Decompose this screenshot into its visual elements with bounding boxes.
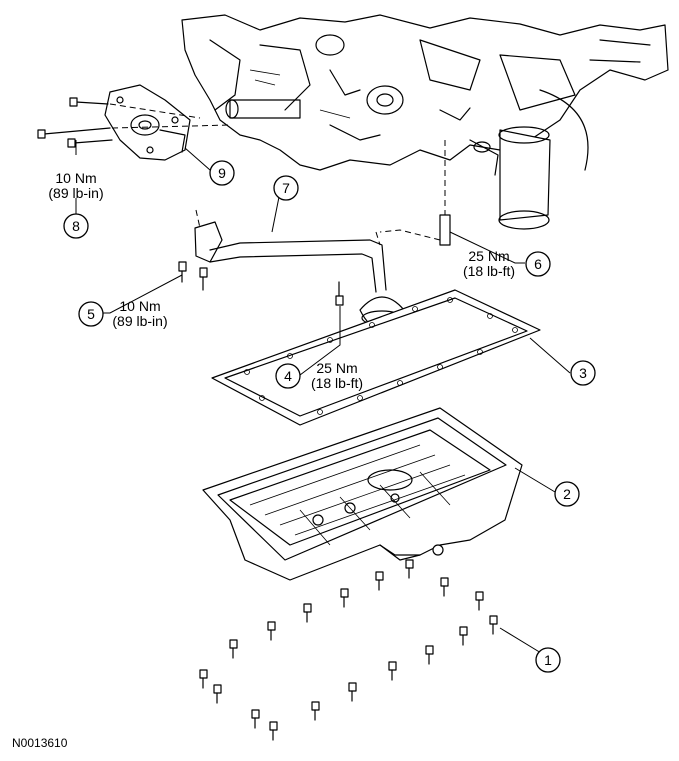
svg-text:10 Nm: 10 Nm [119, 298, 160, 314]
callout-5: 5 [78, 301, 104, 327]
svg-text:9: 9 [218, 165, 226, 181]
oil-pan-gasket [211, 289, 541, 426]
callout-4: 4 [275, 363, 301, 389]
svg-text:7: 7 [282, 180, 290, 196]
svg-text:4: 4 [284, 368, 292, 384]
engine-block [181, 14, 669, 230]
callout-1: 1 [535, 647, 561, 673]
svg-text:(89 lb-in): (89 lb-in) [48, 185, 103, 201]
svg-text:8: 8 [72, 218, 80, 234]
dipstick-stud [379, 140, 451, 246]
svg-text:3: 3 [579, 365, 587, 381]
oil-pickup-tube [194, 209, 405, 329]
svg-text:1: 1 [544, 652, 552, 668]
pickup-bolts [178, 261, 344, 306]
svg-text:25 Nm: 25 Nm [468, 248, 509, 264]
torque-label-8: 10 Nm (89 lb-in) [48, 170, 103, 201]
svg-text:(18 lb-ft): (18 lb-ft) [311, 375, 363, 391]
callout-9: 9 [209, 160, 235, 186]
callout-2: 2 [554, 481, 580, 507]
callout-3: 3 [570, 360, 596, 386]
svg-text:5: 5 [87, 306, 95, 322]
callout-6: 6 [525, 251, 551, 277]
figure-id: N0013610 [12, 736, 68, 750]
svg-text:2: 2 [563, 486, 571, 502]
svg-text:10 Nm: 10 Nm [55, 170, 96, 186]
svg-text:(18 lb-ft): (18 lb-ft) [463, 263, 515, 279]
torque-label-6: 25 Nm (18 lb-ft) [463, 248, 515, 279]
svg-text:6: 6 [534, 256, 542, 272]
torque-label-4: 25 Nm (18 lb-ft) [311, 360, 363, 391]
svg-text:25 Nm: 25 Nm [316, 360, 357, 376]
oil-pump [104, 84, 191, 161]
oil-pump-bolts [37, 97, 231, 148]
callout-7: 7 [273, 175, 299, 201]
callout-8: 8 [63, 213, 89, 239]
oil-pan [202, 407, 523, 581]
torque-label-5: 10 Nm (89 lb-in) [112, 298, 167, 329]
oil-pan-bolts [199, 559, 498, 741]
svg-text:(89 lb-in): (89 lb-in) [112, 313, 167, 329]
